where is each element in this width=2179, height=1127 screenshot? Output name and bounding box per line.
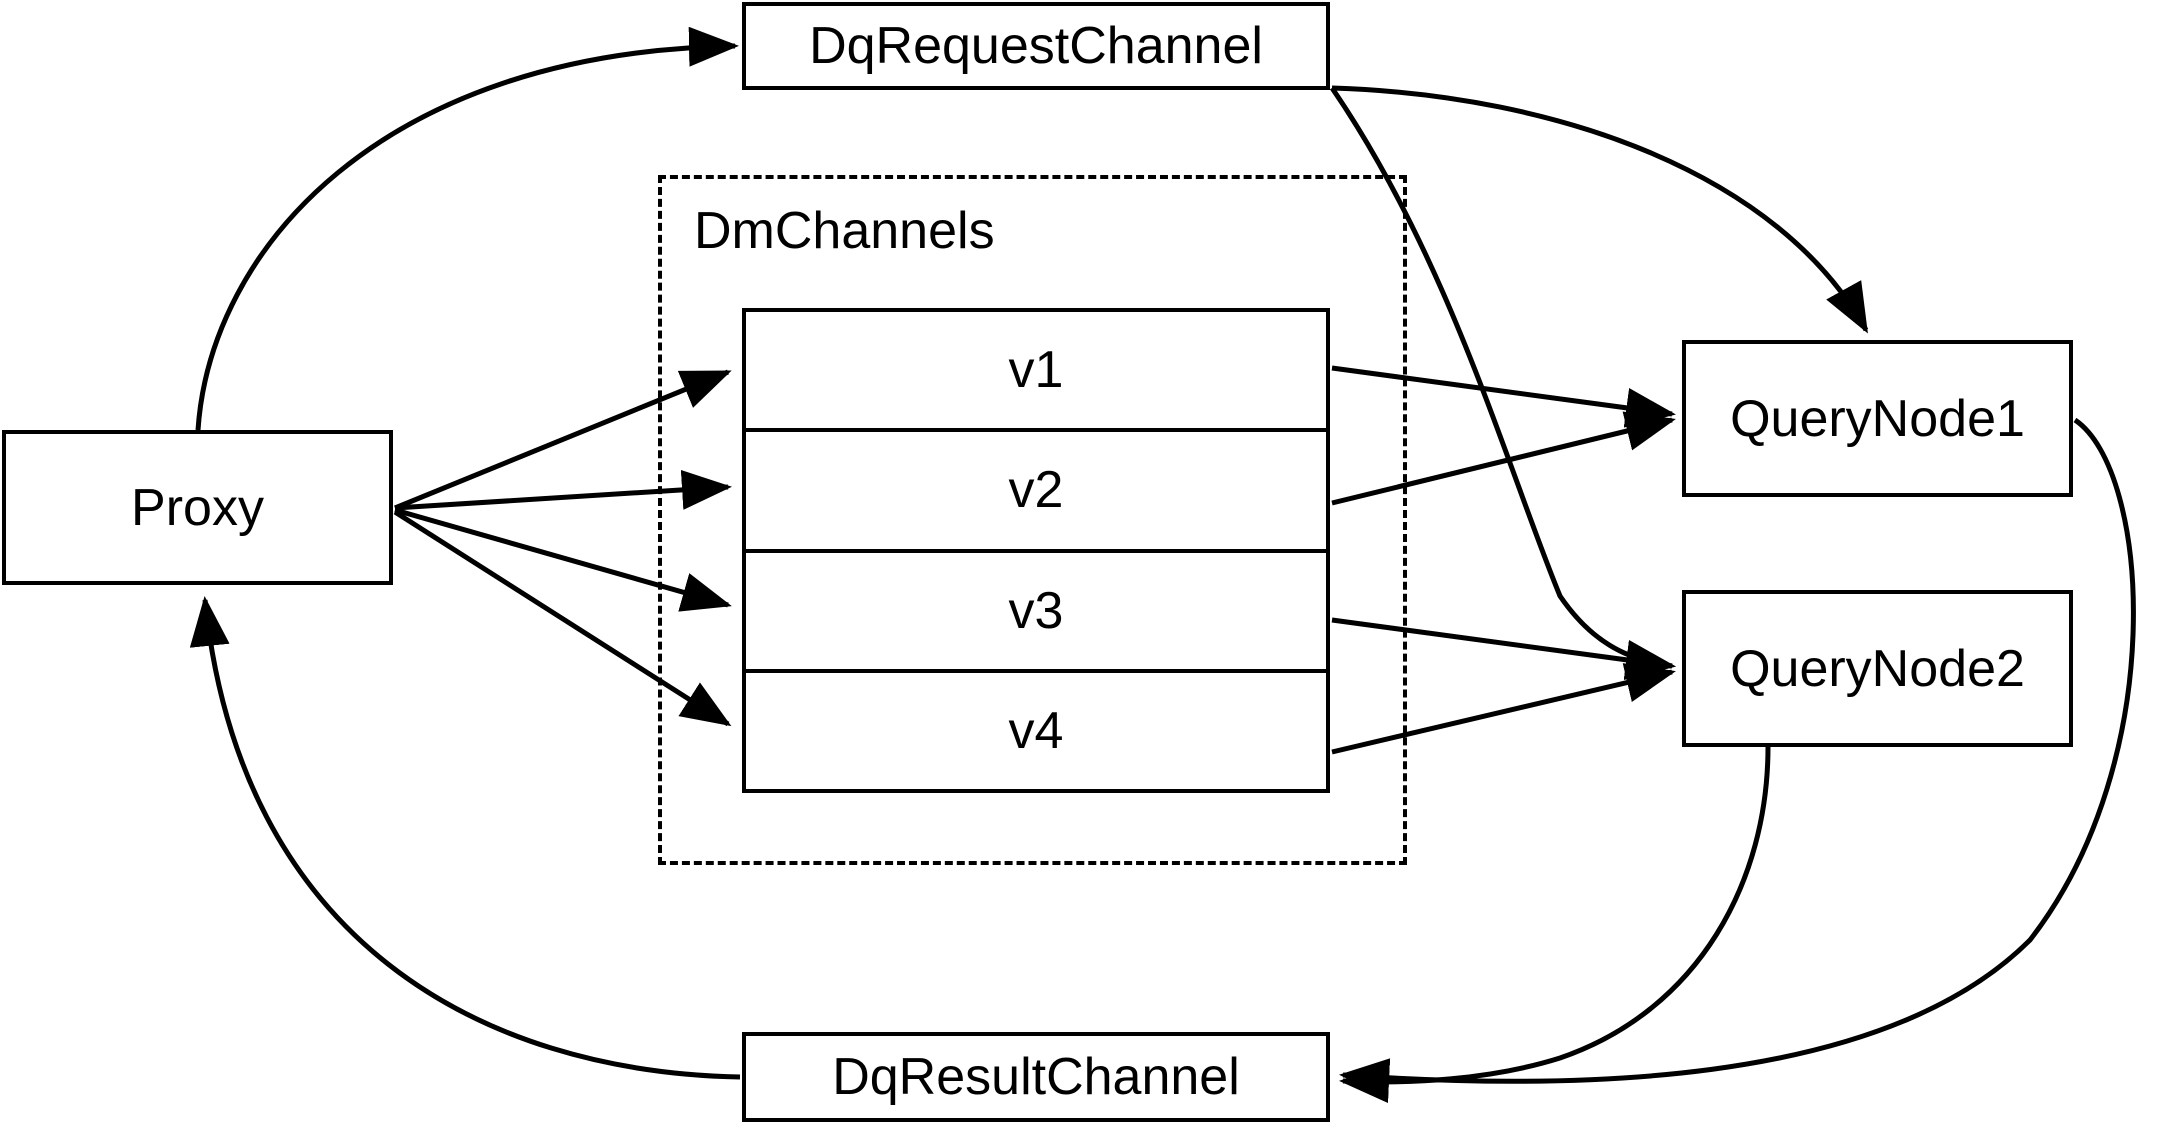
dmchannels-group-label: DmChannels: [694, 202, 995, 260]
edge-v1-to-querynode1: [1331, 365, 1676, 428]
node-query-node-2-label: QueryNode2: [1730, 639, 2025, 698]
edge-proxy-to-v4: [393, 509, 732, 727]
edge-proxy-to-v1: [394, 369, 732, 511]
dmchannels-group-box: [658, 175, 1407, 865]
vchannel-row-v1[interactable]: v1: [746, 312, 1326, 433]
node-dq-result-channel-label: DqResultChannel: [832, 1048, 1240, 1106]
vchannel-row-v2[interactable]: v2: [746, 432, 1326, 553]
node-dq-request-channel-label: DqRequestChannel: [809, 17, 1263, 75]
edge-querynode1-to-dqresultchannel: [1339, 417, 2136, 1099]
dmchannels-vchannel-stack: v1 v2 v3 v4: [742, 308, 1330, 793]
node-proxy-label: Proxy: [131, 478, 264, 537]
edge-dqrequestchannel-to-querynode1: [1331, 85, 1869, 334]
vchannel-label-v4: v4: [1008, 701, 1064, 760]
edge-v4-to-querynode2: [1331, 663, 1676, 755]
edge-proxy-to-v2: [394, 469, 732, 511]
node-query-node-1[interactable]: QueryNode1: [1682, 340, 2073, 497]
edge-proxy-to-dqrequestchannel: [195, 26, 739, 431]
node-dq-result-channel[interactable]: DqResultChannel: [742, 1032, 1330, 1122]
edge-v2-to-querynode1: [1331, 411, 1676, 506]
edge-proxy-to-v3: [394, 507, 732, 612]
node-dq-request-channel[interactable]: DqRequestChannel: [742, 2, 1330, 90]
node-query-node-2[interactable]: QueryNode2: [1682, 590, 2073, 747]
vchannel-label-v3: v3: [1008, 581, 1064, 640]
vchannel-label-v2: v2: [1008, 461, 1064, 520]
vchannel-row-v4[interactable]: v4: [746, 672, 1326, 789]
node-proxy[interactable]: Proxy: [2, 430, 393, 585]
edge-querynode2-to-dqresultchannel: [1339, 746, 1771, 1104]
node-query-node-1-label: QueryNode1: [1730, 389, 2025, 448]
edge-v3-to-querynode2: [1331, 617, 1676, 680]
vchannel-label-v1: v1: [1008, 341, 1064, 400]
vchannel-row-v3[interactable]: v3: [746, 552, 1326, 673]
edge-dqresultchannel-to-proxy: [189, 596, 741, 1080]
